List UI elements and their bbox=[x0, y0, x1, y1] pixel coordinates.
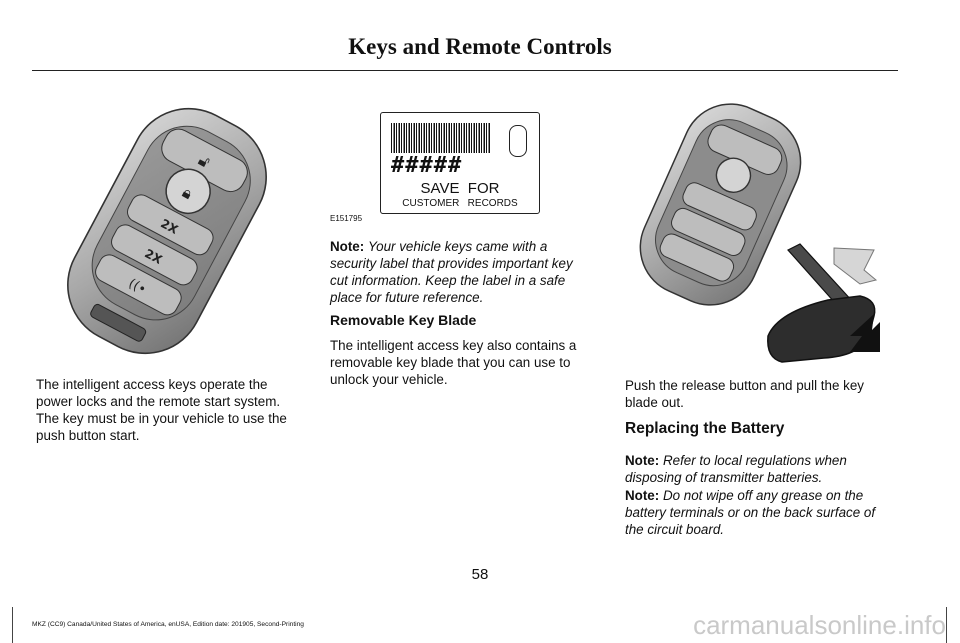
page-number: 58 bbox=[471, 566, 489, 583]
security-label-figure: ##### SAVE FOR CUSTOMER RECORDS bbox=[380, 112, 540, 214]
battery-disposal-note: Note: Refer to local regulations when di… bbox=[625, 452, 893, 486]
svg-text:((•: ((• bbox=[126, 276, 149, 298]
figure-id: E151795 bbox=[330, 214, 363, 223]
barcode bbox=[391, 123, 491, 153]
replacing-battery-heading: Replacing the Battery bbox=[625, 420, 785, 437]
release-button-paragraph: Push the release button and pull the key… bbox=[625, 378, 864, 410]
page-title: Keys and Remote Controls bbox=[348, 34, 612, 59]
note-label: Note: bbox=[330, 239, 365, 254]
note-text: Refer to local regulations when disposin… bbox=[625, 453, 847, 485]
key-fob-illustration: 🔓︎ 🔒︎ 2X 2X ((• bbox=[67, 107, 267, 355]
customer-records-text: CUSTOMER RECORDS bbox=[402, 198, 518, 209]
save-for-text: SAVE FOR bbox=[420, 180, 500, 197]
removable-key-blade-heading: Removable Key Blade bbox=[330, 312, 477, 328]
note-text: Do not wipe off any grease on the batter… bbox=[625, 488, 876, 537]
watermark: carmanualsonline.info bbox=[693, 610, 946, 640]
note-text: Your vehicle keys came with a security l… bbox=[330, 239, 573, 305]
key-blade-paragraph: The intelligent access key also contains… bbox=[330, 338, 577, 387]
intro-paragraph: The intelligent access keys operate the … bbox=[36, 377, 287, 443]
key-blade-removal-illustration bbox=[639, 103, 880, 363]
note-label: Note: bbox=[625, 453, 660, 468]
crop-mark-right bbox=[946, 607, 959, 643]
note-label: Note: bbox=[625, 488, 660, 503]
header-divider bbox=[32, 70, 898, 71]
crop-mark-left bbox=[0, 607, 13, 643]
key-slot-icon bbox=[509, 125, 527, 157]
security-label-note: Note: Your vehicle keys came with a secu… bbox=[330, 238, 592, 306]
grease-note: Note: Do not wipe off any grease on the … bbox=[625, 487, 893, 538]
edition-footer: MKZ (CC9) Canada/United States of Americ… bbox=[32, 621, 304, 628]
hash-marks: ##### bbox=[391, 153, 463, 178]
